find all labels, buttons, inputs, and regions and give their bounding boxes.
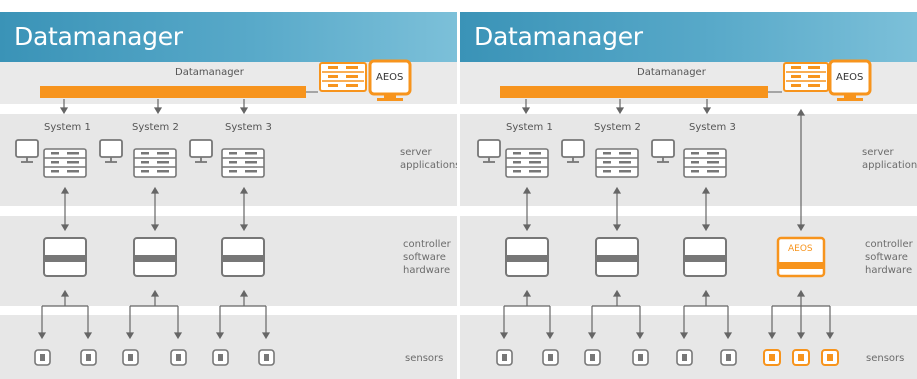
- controller-label: controller software hardware: [865, 239, 913, 276]
- sensor-connections: [37, 289, 271, 340]
- system-3-label: System 3: [225, 122, 272, 133]
- aeos-label: AEOS: [376, 72, 404, 83]
- sensor-icon: [496, 349, 737, 366]
- panel-title: Datamanager: [474, 22, 643, 51]
- title-bar: Datamanager: [460, 12, 917, 62]
- system-3-label: System 3: [689, 122, 736, 133]
- diagram-panel-right: Datamanager: [460, 0, 917, 379]
- monitor-icon: [15, 139, 213, 163]
- diagram-panel-left: Datamanager: [0, 0, 457, 379]
- controller-icon: [43, 237, 265, 277]
- sensors-label: sensors: [866, 353, 905, 364]
- band-sensors: [0, 315, 457, 379]
- title-bar: Datamanager: [0, 12, 457, 62]
- controller-icon: [505, 237, 727, 277]
- bar-down-arrows: [59, 99, 249, 115]
- bidirectional-arrows: [522, 108, 806, 232]
- aeos-monitor-icon: [368, 59, 412, 101]
- diagram-graphics: [15, 59, 412, 366]
- aeos-monitor-icon: [828, 59, 872, 101]
- aeos-controller-label: AEOS: [788, 244, 813, 254]
- bidirectional-arrows: [60, 186, 249, 232]
- system-2-label: System 2: [132, 122, 179, 133]
- server-applications-label: server applications: [400, 147, 457, 171]
- system-1-label: System 1: [44, 122, 91, 133]
- panel-title: Datamanager: [14, 22, 183, 51]
- band-sensors: [460, 315, 917, 379]
- datamanager-server-icon: [783, 62, 829, 92]
- sensor-icon: [34, 349, 275, 366]
- monitor-icon: [477, 139, 675, 163]
- datamanager-bar-label: Datamanager: [175, 67, 244, 78]
- system-1-label: System 1: [506, 122, 553, 133]
- system-2-label: System 2: [594, 122, 641, 133]
- aeos-controller-icon: [776, 236, 826, 278]
- sensor-connections: [499, 289, 835, 340]
- aeos-sensor-icon: [763, 349, 839, 366]
- datamanager-bar: [40, 86, 306, 98]
- datamanager-server-icon: [319, 62, 367, 92]
- datamanager-bar-label: Datamanager: [637, 67, 706, 78]
- controller-label: controller software hardware: [403, 239, 451, 276]
- bar-down-arrows: [521, 99, 712, 115]
- sensors-label: sensors: [405, 353, 444, 364]
- server-applications-label: server applications: [862, 147, 917, 171]
- diagram-graphics: [477, 59, 872, 366]
- datamanager-bar: [500, 86, 768, 98]
- aeos-label: AEOS: [836, 72, 864, 83]
